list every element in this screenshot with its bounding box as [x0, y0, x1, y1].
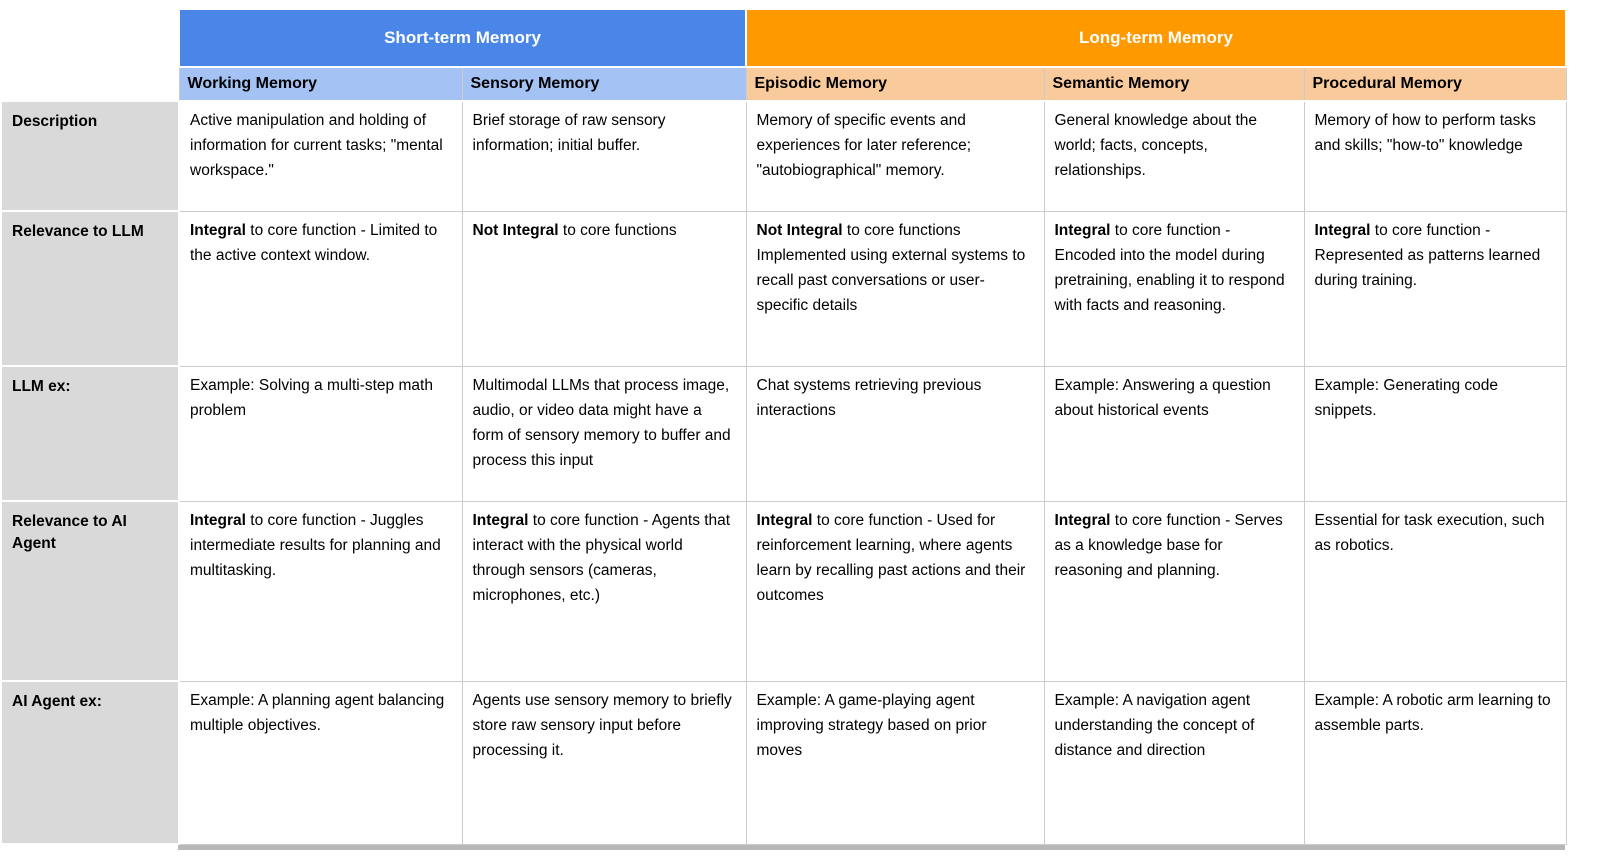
table-row: AI Agent ex:Example: A planning agent ba…: [0, 680, 1567, 845]
column-header-row: Working Memory Sensory Memory Episodic M…: [1, 66, 1567, 102]
bold-lead: Integral: [1054, 221, 1111, 239]
body-cell: Integral to core function - Represented …: [1303, 210, 1567, 367]
corner-spacer: [1, 67, 179, 101]
body-cell: Memory of how to perform tasks and skill…: [1303, 100, 1567, 212]
row-label-llm-ex-: LLM ex:: [0, 365, 180, 502]
body-cell: Multimodal LLMs that process image, audi…: [461, 365, 747, 502]
body-cell: Example: A robotic arm learning to assem…: [1303, 680, 1567, 845]
row-label-ai-agent-ex-: AI Agent ex:: [0, 680, 180, 845]
row-label-relevance-to-ai-agent: Relevance to AI Agent: [0, 500, 180, 682]
row-label-relevance-to-llm: Relevance to LLM: [0, 210, 180, 367]
body-cell: Example: A planning agent balancing mult…: [178, 680, 463, 845]
body-cell: Example: Answering a question about hist…: [1043, 365, 1305, 502]
bold-lead: Integral: [190, 511, 246, 529]
bold-lead: Not Integral: [472, 221, 559, 239]
body-cell: Active manipulation and holding of infor…: [178, 100, 463, 212]
body-cell: Essential for task execution, such as ro…: [1303, 500, 1567, 682]
body-cell: Integral to core function - Juggles inte…: [178, 500, 463, 682]
bold-lead: Integral: [1054, 511, 1111, 529]
body-cell: Integral to core function - Encoded into…: [1043, 210, 1305, 367]
col-header-episodic-memory: Episodic Memory: [745, 66, 1045, 102]
bold-lead: Not Integral: [756, 221, 843, 239]
body-cell: General knowledge about the world; facts…: [1043, 100, 1305, 212]
group-header-short-term-memory: Short-term Memory: [178, 8, 747, 68]
bold-lead: Integral: [472, 511, 529, 529]
col-header-working-memory: Working Memory: [178, 66, 463, 102]
body-cell: Integral to core function - Limited to t…: [178, 210, 463, 367]
col-header-procedural-memory: Procedural Memory: [1303, 66, 1567, 102]
col-header-sensory-memory: Sensory Memory: [461, 66, 747, 102]
corner-spacer: [1, 9, 179, 67]
group-header-row: Short-term Memory Long-term Memory: [1, 8, 1567, 68]
bold-lead: Integral: [756, 511, 813, 529]
col-header-semantic-memory: Semantic Memory: [1043, 66, 1305, 102]
body-cell: Integral to core function - Serves as a …: [1043, 500, 1305, 682]
body-cell: Not Integral to core functions: [461, 210, 747, 367]
bold-lead: Integral: [190, 221, 246, 239]
body-cell: Agents use sensory memory to briefly sto…: [461, 680, 747, 845]
body-cell: Example: Solving a multi-step math probl…: [178, 365, 463, 502]
memory-comparison-table: Short-term Memory Long-term Memory Worki…: [0, 8, 1567, 845]
group-header-long-term-memory: Long-term Memory: [745, 8, 1567, 68]
body-cell: Memory of specific events and experience…: [745, 100, 1045, 212]
body-cell: Example: Generating code snippets.: [1303, 365, 1567, 502]
body-cell: Integral to core function - Used for rei…: [745, 500, 1045, 682]
body-cell: Example: A game-playing agent improving …: [745, 680, 1045, 845]
body-cell: Example: A navigation agent understandin…: [1043, 680, 1305, 845]
bold-lead: Integral: [1314, 221, 1371, 239]
body-cell: Integral to core function - Agents that …: [461, 500, 747, 682]
body-cell: Chat systems retrieving previous interac…: [745, 365, 1045, 502]
body-cell: Not Integral to core functions Implement…: [745, 210, 1045, 367]
row-label-description: Description: [0, 100, 180, 212]
body-cell: Brief storage of raw sensory information…: [461, 100, 747, 212]
table-row: LLM ex:Example: Solving a multi-step mat…: [0, 365, 1567, 502]
